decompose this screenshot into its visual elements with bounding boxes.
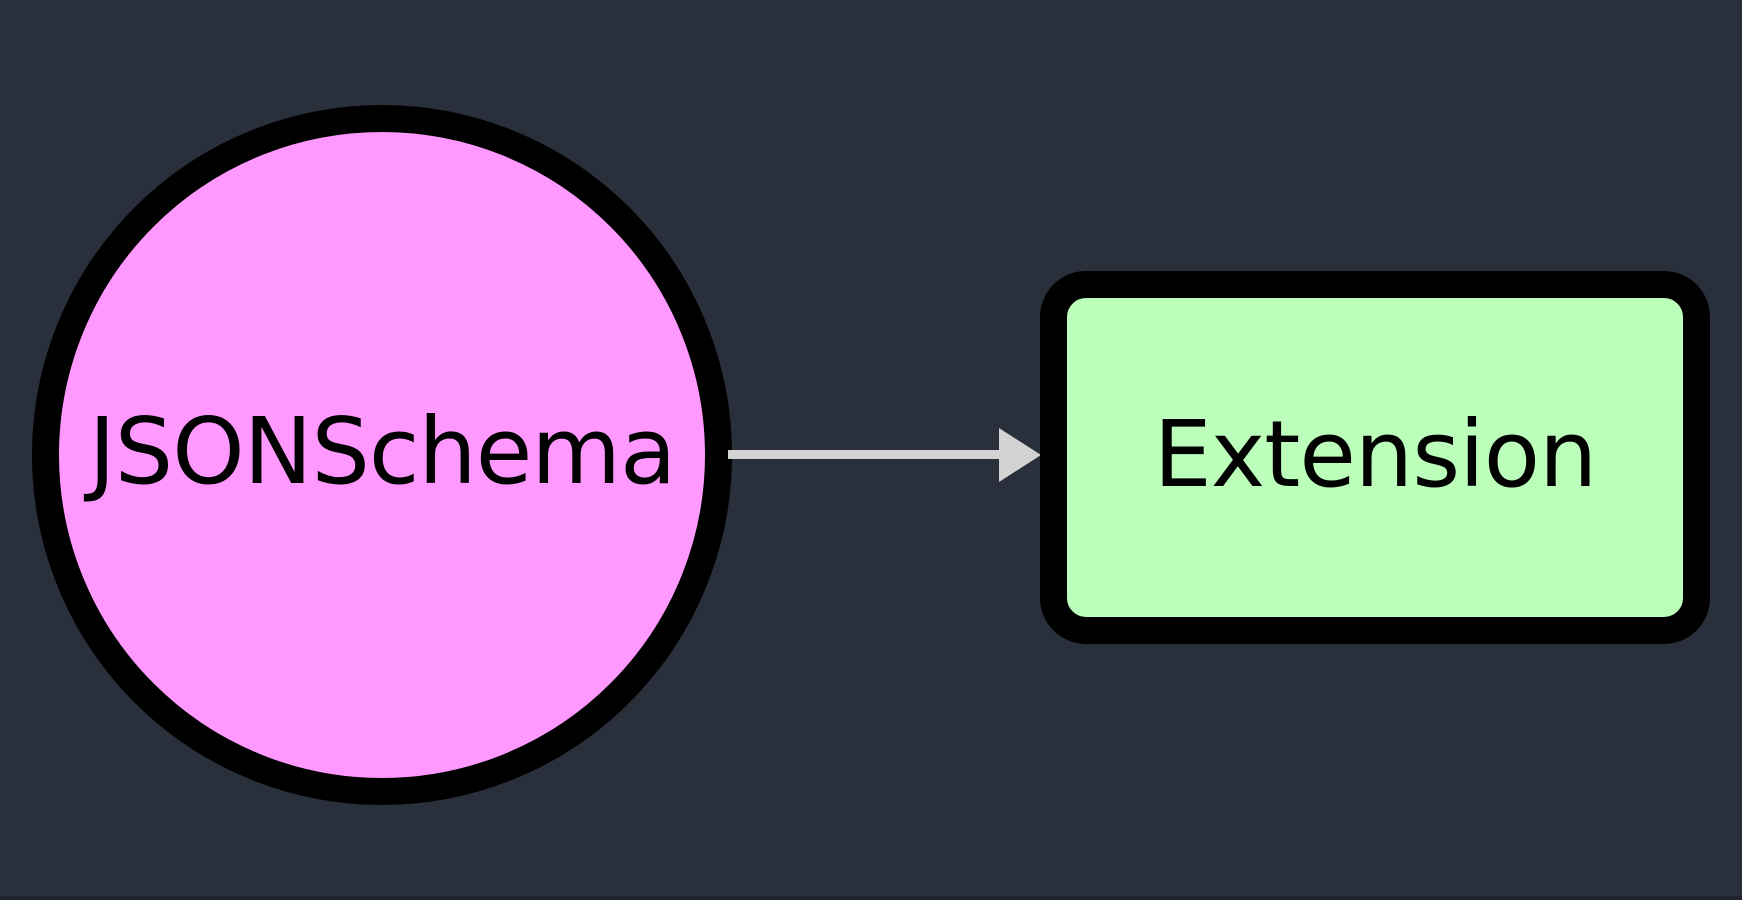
node-jsonschema-label: JSONSchema bbox=[88, 398, 677, 505]
node-extension-label: Extension bbox=[1153, 400, 1598, 508]
edge-jsonschema-to-extension-line bbox=[728, 450, 1002, 459]
node-extension: Extension bbox=[1040, 271, 1710, 644]
arrowhead-icon bbox=[999, 428, 1041, 482]
node-jsonschema: JSONSchema bbox=[32, 105, 732, 805]
bottom-edge-shadow bbox=[0, 896, 1742, 900]
